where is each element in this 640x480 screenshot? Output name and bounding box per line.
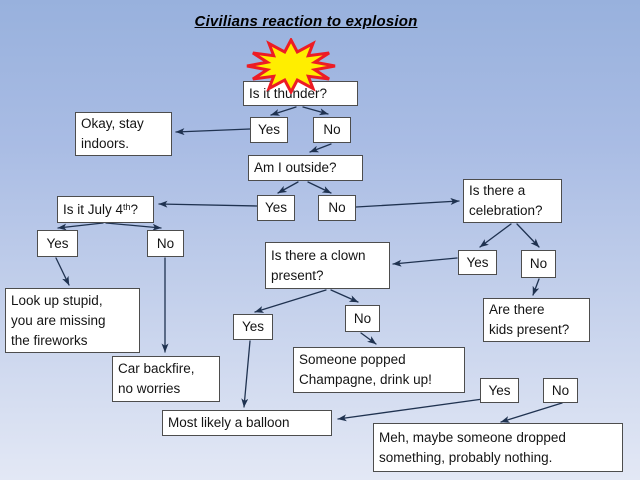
edge-outside-to-no xyxy=(307,181,332,194)
node-label: Someone popped Champagne, drink up! xyxy=(299,352,432,387)
edge-clownyes-to-balloon xyxy=(241,340,251,408)
node-label: Is it July 4th? xyxy=(63,201,139,217)
edge-thunder-to-no xyxy=(302,106,329,116)
node-clown-yes: Yes xyxy=(233,314,273,340)
node-label: No xyxy=(529,256,548,271)
edge-thunder-to-yes xyxy=(270,106,297,116)
node-label: Is there a clown present? xyxy=(271,247,366,283)
node-thunder-no: No xyxy=(313,117,351,143)
node-label: Is there a celebration? xyxy=(469,183,543,218)
edge-outside-to-yes xyxy=(277,181,299,194)
node-kids-yes: Yes xyxy=(480,378,519,403)
node-label: No xyxy=(323,122,341,137)
edge-celebration-to-no xyxy=(516,223,540,248)
node-label: Yes xyxy=(46,235,69,251)
node-car-backfire: Car backfire, no worries xyxy=(112,356,220,402)
node-label: Most likely a balloon xyxy=(168,415,290,430)
edge-july4-to-no xyxy=(105,222,162,231)
superscript-th: th xyxy=(123,201,131,212)
node-label: No xyxy=(551,382,570,398)
node-are-there-kids-present: Are there kids present? xyxy=(483,298,590,342)
node-is-there-a-clown-present: Is there a clown present? xyxy=(265,242,390,289)
edge-clownno-to-champagne xyxy=(360,332,377,345)
node-label: No xyxy=(353,310,372,326)
node-label: Look up stupid, you are missing the fire… xyxy=(11,292,106,348)
node-look-up-stupid: Look up stupid, you are missing the fire… xyxy=(5,288,140,353)
edge-celebrationno-to-kids xyxy=(532,278,540,296)
edge-celebrationyes-to-clown xyxy=(392,257,458,267)
slide-title: Civilians reaction to explosion xyxy=(194,13,418,30)
node-label: Yes xyxy=(264,200,288,215)
node-label: Yes xyxy=(488,382,511,398)
node-label: No xyxy=(328,200,346,215)
edge-outsideno-to-celebration xyxy=(355,198,460,208)
node-celebration-yes: Yes xyxy=(458,250,497,275)
edge-july4-to-yes xyxy=(57,222,104,231)
node-kids-no: No xyxy=(543,378,578,403)
node-label: Are there kids present? xyxy=(489,302,570,337)
node-july-no: No xyxy=(147,230,184,257)
node-someone-popped-champagne: Someone popped Champagne, drink up! xyxy=(293,347,465,393)
node-okay-stay-indoors: Okay, stay indoors. xyxy=(75,112,172,156)
node-thunder-yes: Yes xyxy=(250,117,288,143)
node-label: No xyxy=(156,235,175,251)
edge-outsideyes-to-july4 xyxy=(158,200,258,208)
node-outside-no: No xyxy=(318,195,356,221)
node-is-it-july-4th: Is it July 4th? xyxy=(57,196,154,223)
node-label: Yes xyxy=(466,254,489,270)
node-meh-probably-nothing: Meh, maybe someone dropped something, pr… xyxy=(373,423,623,472)
edge-celebration-to-yes xyxy=(479,223,512,248)
node-label: Okay, stay indoors. xyxy=(81,116,144,151)
node-label: Yes xyxy=(241,319,265,334)
node-label: Meh, maybe someone dropped something, pr… xyxy=(379,429,566,465)
node-most-likely-a-balloon: Most likely a balloon xyxy=(162,410,332,436)
edge-clown-to-no xyxy=(330,289,359,303)
edge-kidsyes-to-balloon xyxy=(337,398,484,422)
node-label: Car backfire, no worries xyxy=(118,361,195,396)
edge-thunderyes-to-indoors xyxy=(175,128,251,136)
node-celebration-no: No xyxy=(521,250,556,278)
node-am-i-outside: Am I outside? xyxy=(248,155,363,181)
node-label: Am I outside? xyxy=(254,160,337,175)
edge-julyyes-to-lookup xyxy=(55,257,70,286)
node-is-it-thunder: Is it thunder? xyxy=(243,81,358,106)
node-is-there-a-celebration: Is there a celebration? xyxy=(463,179,562,223)
node-july-yes: Yes xyxy=(37,230,78,257)
edge-clown-to-yes xyxy=(254,289,327,313)
edge-thunderno-to-outside xyxy=(309,143,332,153)
node-outside-yes: Yes xyxy=(257,195,295,221)
node-label: Yes xyxy=(257,122,281,137)
node-label: Is it thunder? xyxy=(249,85,328,101)
node-clown-no: No xyxy=(345,305,380,332)
edge-kidsno-to-meh xyxy=(500,402,563,423)
